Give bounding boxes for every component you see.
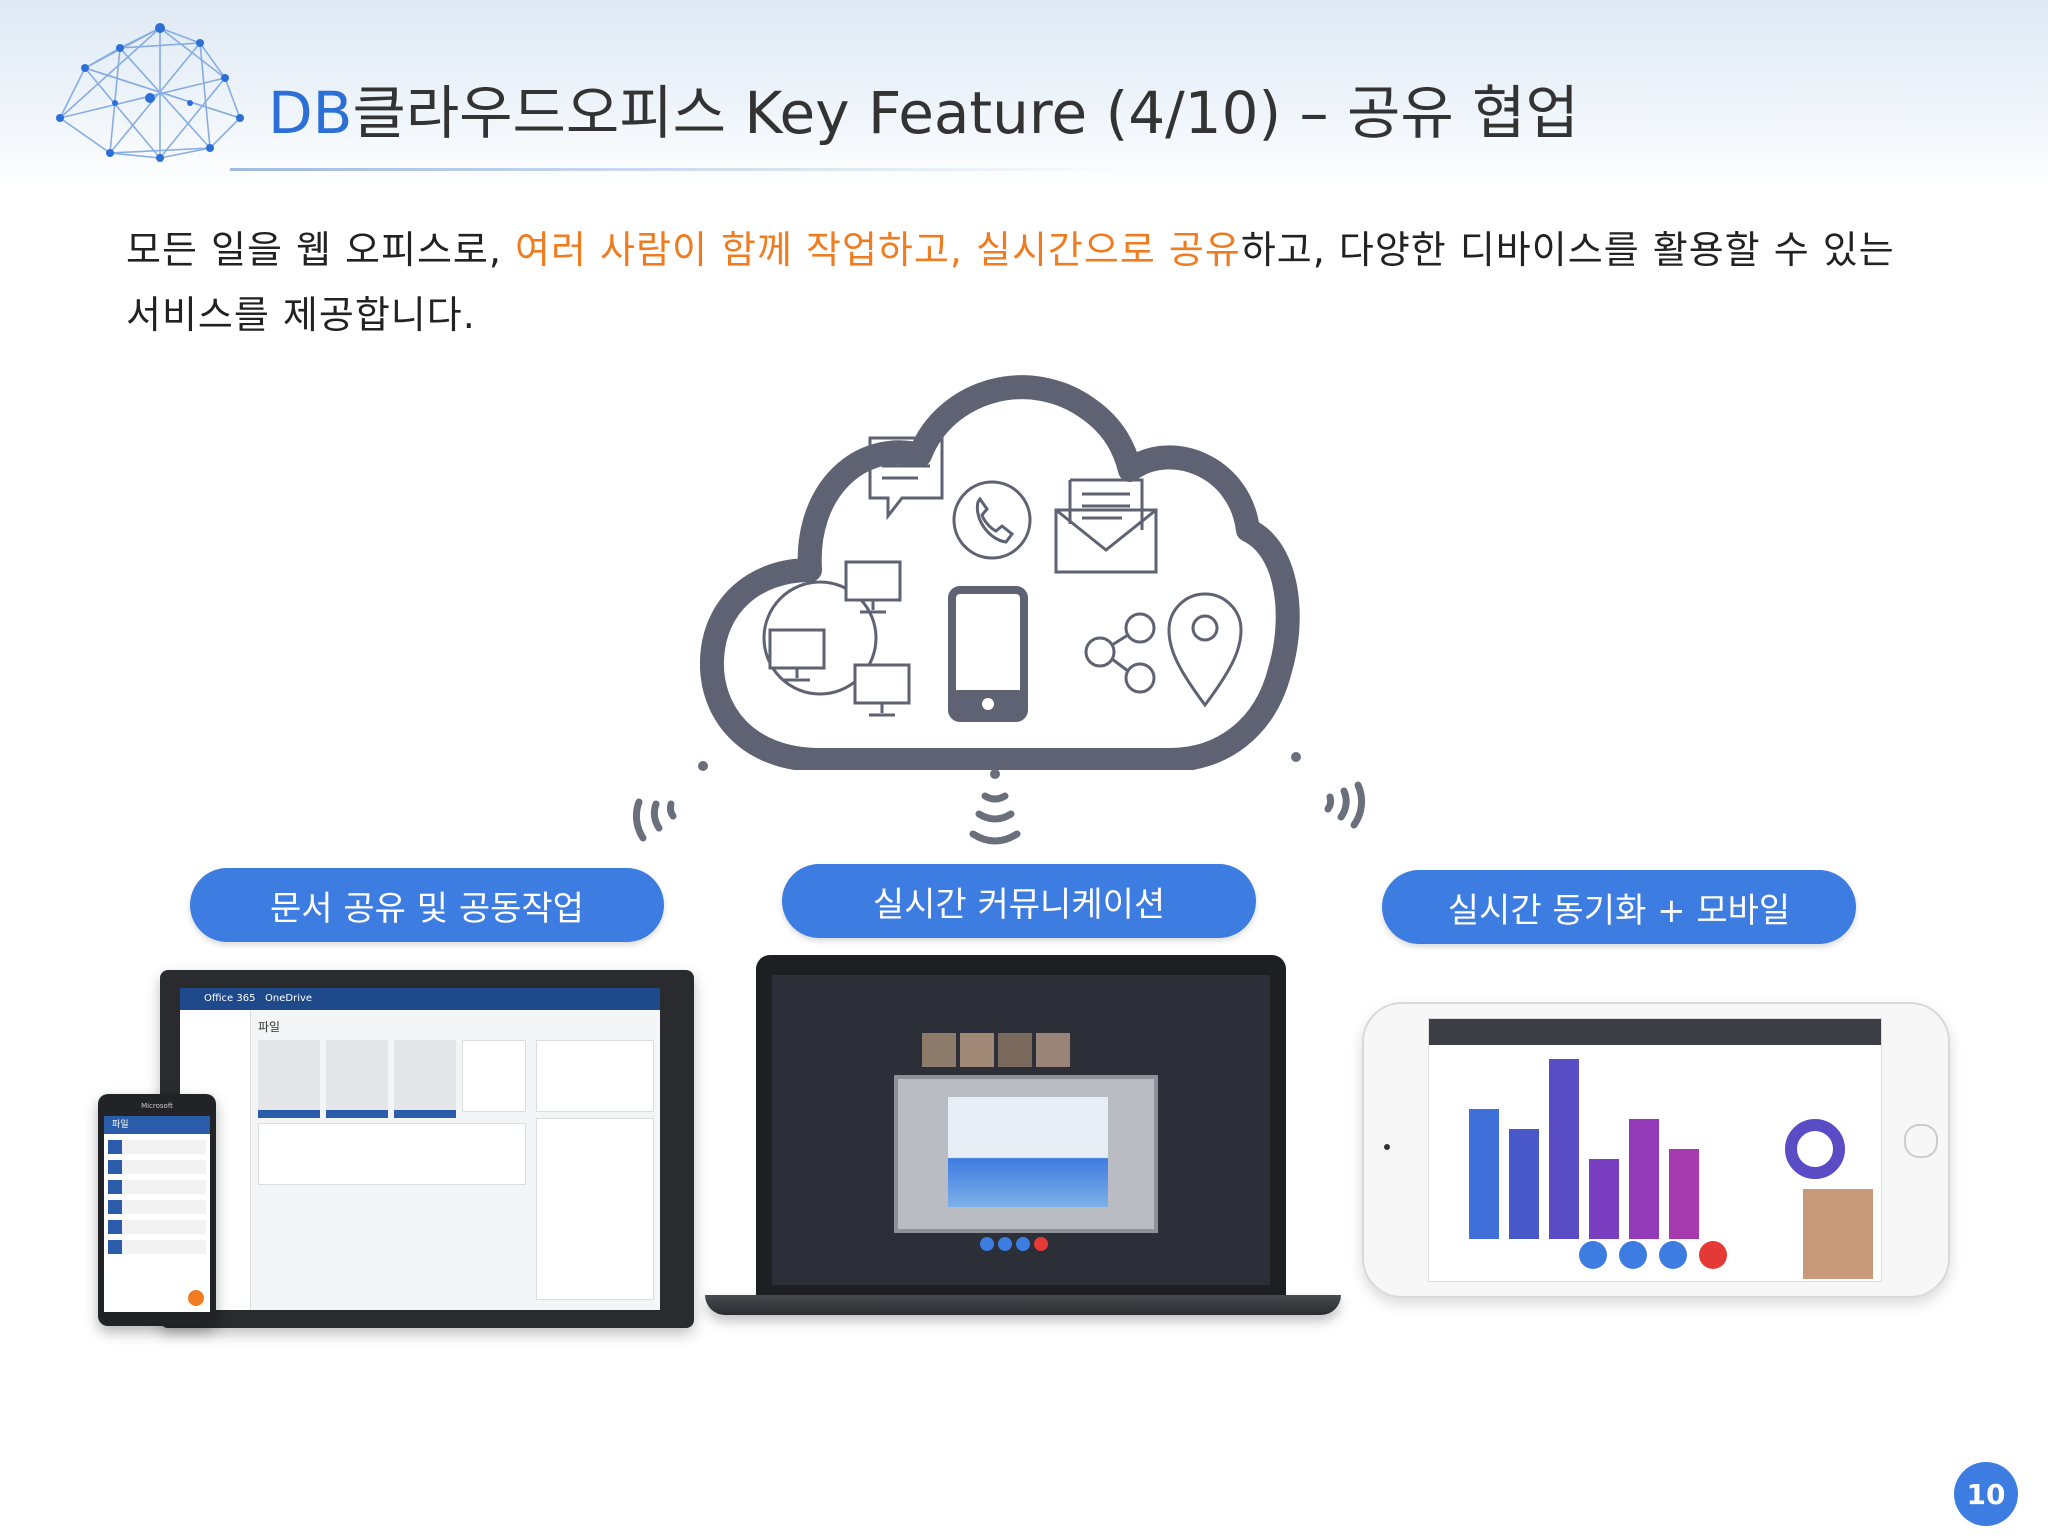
file-preview-row xyxy=(258,1123,526,1185)
tablet-screen: Office 365 OneDrive 파일 xyxy=(180,988,660,1310)
app-section: OneDrive xyxy=(265,993,313,1004)
app-name: Office 365 xyxy=(204,993,256,1004)
home-button xyxy=(1904,1124,1938,1158)
video-button-icon xyxy=(980,1237,994,1251)
landscape-phone-screen xyxy=(1428,1018,1882,1282)
list-item xyxy=(108,1200,206,1214)
list-item xyxy=(108,1180,206,1194)
phone-folder-title: 파일 xyxy=(104,1116,210,1134)
intro-highlight: 여러 사람이 함께 작업하고, 실시간으로 공유 xyxy=(515,228,1241,272)
share-button-icon xyxy=(1016,1237,1030,1251)
file-tile xyxy=(394,1040,456,1118)
feature-realtime-sync-mobile: 실시간 동기화 + 모바일 xyxy=(1382,870,1856,944)
shared-screen xyxy=(894,1075,1158,1233)
tablet-device: Office 365 OneDrive 파일 xyxy=(160,970,694,1328)
side-panel-card xyxy=(536,1040,654,1112)
intro-paragraph: 모든 일을 웹 오피스로, 여러 사람이 함께 작업하고, 실시간으로 공유하고… xyxy=(126,218,1926,348)
network-cloud-logo-icon xyxy=(56,23,244,162)
shared-chart xyxy=(948,1097,1108,1207)
end-call-button-icon xyxy=(1699,1241,1727,1269)
hangup-button-icon xyxy=(1034,1237,1048,1251)
video-caller xyxy=(1803,1189,1873,1279)
laptop-device xyxy=(756,955,1286,1295)
file-tile xyxy=(462,1040,526,1112)
tablet-folder-title: 파일 xyxy=(258,1020,281,1034)
feature-realtime-communication: 실시간 커뮤니케이션 xyxy=(782,864,1256,938)
page-title: DB클라우드오피스 Key Feature (4/10) – 공유 협업 xyxy=(268,66,1579,150)
laptop-base xyxy=(705,1295,1341,1315)
title-text: 클라우드오피스 Key Feature (4/10) – 공유 협업 xyxy=(352,79,1579,147)
camera-dot xyxy=(1384,1144,1390,1150)
donut-chart-graphic xyxy=(1785,1119,1845,1179)
participant-avatar xyxy=(998,1033,1032,1067)
list-item xyxy=(108,1240,206,1254)
app-topbar xyxy=(1429,1019,1881,1045)
laptop-screen xyxy=(772,975,1270,1285)
header-band xyxy=(0,0,2048,190)
participant-avatar xyxy=(960,1033,994,1067)
list-item xyxy=(108,1220,206,1234)
file-tile xyxy=(326,1040,388,1118)
signal-waves-right-icon xyxy=(1291,752,1366,829)
bar-chart-graphic xyxy=(1469,1059,1699,1239)
landscape-phone-device xyxy=(1362,1002,1950,1298)
participant-avatar xyxy=(1036,1033,1070,1067)
cloud-services-icon xyxy=(700,375,1300,770)
signal-waves-center-icon xyxy=(969,769,1021,845)
signal-waves-left-icon xyxy=(632,761,708,842)
page-number: 10 xyxy=(1954,1462,2018,1526)
list-item xyxy=(108,1160,206,1174)
intro-text-1: 모든 일을 웹 오피스로, xyxy=(126,228,516,272)
activity-panel xyxy=(536,1118,654,1300)
mic-button-icon xyxy=(998,1237,1012,1251)
list-item xyxy=(108,1140,206,1154)
mic-call-button-icon xyxy=(1619,1241,1647,1269)
header-divider xyxy=(230,168,1130,171)
add-fab-icon xyxy=(188,1290,204,1306)
smartphone-device: Microsoft 파일 xyxy=(98,1094,216,1326)
file-tile xyxy=(258,1040,320,1118)
office365-topbar: Office 365 OneDrive xyxy=(180,988,660,1010)
intro-text-2: 하고, 다양한 디바이스를 활용할 수 있는 서비스를 제공합니다. xyxy=(126,228,1895,337)
phone-brand: Microsoft xyxy=(141,1102,173,1110)
add-participant-button-icon xyxy=(1659,1241,1687,1269)
participant-avatar xyxy=(922,1033,956,1067)
feature-document-sharing: 문서 공유 및 공동작업 xyxy=(190,868,664,942)
title-brand: DB xyxy=(268,79,353,147)
video-call-button-icon xyxy=(1579,1241,1607,1269)
phone-screen: 파일 xyxy=(104,1116,210,1312)
